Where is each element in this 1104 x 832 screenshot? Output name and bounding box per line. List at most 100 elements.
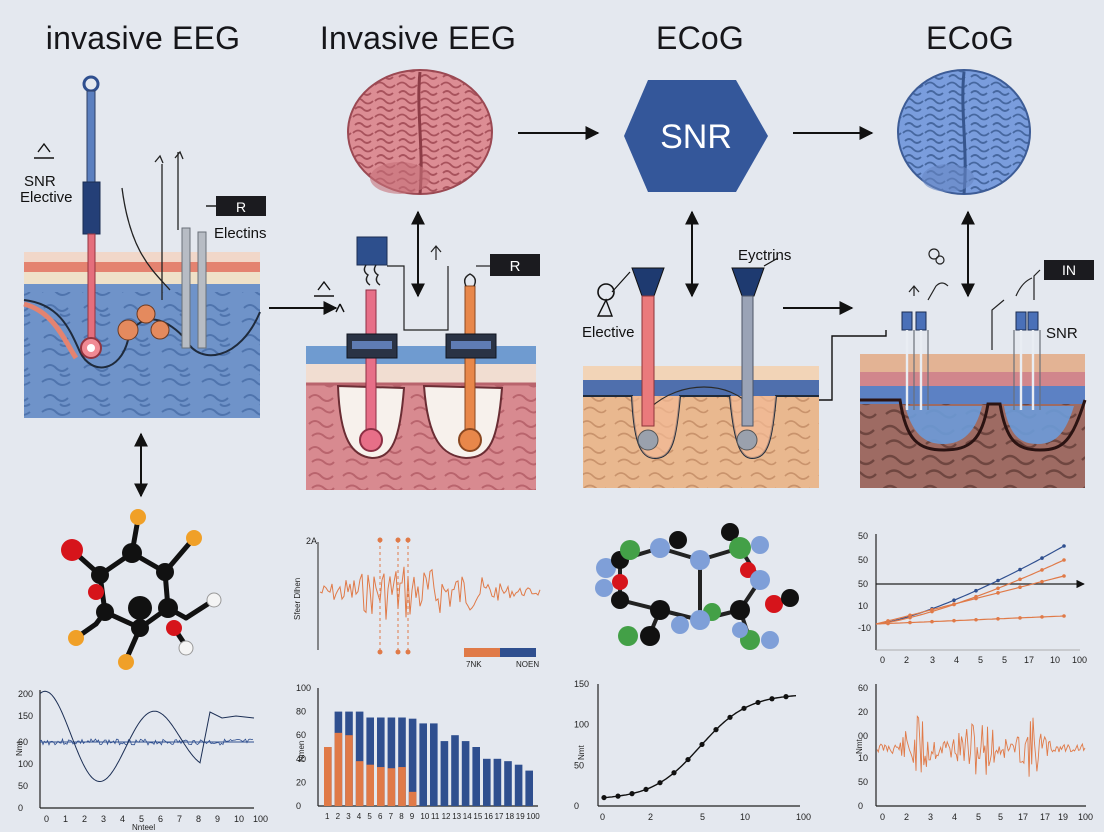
bar-chart-xtick-15: 16 [484,812,493,821]
multi-line-chart-xtick-0: 0 [880,655,885,665]
multi-line-point-1-1064 [1062,558,1066,562]
multi-line-chart-ytick-3: 50 [858,555,868,565]
bar-chart-xtick-5: 6 [378,812,383,821]
bar-blue-9 [419,723,427,806]
signal-legend-swatch-2 [500,648,536,657]
multi-line-point-3-1064 [1062,614,1066,618]
multi-line-chart [875,534,1085,651]
panel-3-ecog [583,257,819,488]
oscillation-chart-ytick-2: 100 [18,759,33,769]
sigmoid-chart-ytick-3: 150 [574,679,589,689]
noise-chart-xtick-3: 4 [952,812,957,822]
sigmoid-chart-ytick-1: 50 [574,760,584,770]
multi-line-point-2-1020 [1018,585,1022,590]
bar-chart-xtick-7: 8 [399,812,404,821]
noise-chart-xtick-0: 0 [880,812,885,822]
bar-chart-ylabel: Nmen [297,741,306,762]
bar-blue-19 [525,770,533,806]
signal-waveform-y-top-label: 2A [306,536,317,546]
noise-chart-ytick-5: 60 [858,683,868,693]
noise-chart-xtick-1: 2 [904,812,909,822]
bar-chart-xtick-10: 11 [431,812,440,821]
bar-chart [317,688,538,807]
sigmoid-point-10 [741,705,747,711]
oscillation-chart-ytick-1: 50 [18,781,28,791]
multi-line-series-3 [875,615,1065,625]
sigmoid-chart [597,684,800,807]
oscillation-chart-xtick-6: 6 [158,814,163,824]
sigmoid-point-4 [657,780,663,786]
bar-blue-16 [493,758,502,806]
bar-orange-0 [324,747,332,806]
bar-chart-xtick-6: 7 [389,812,394,821]
bar-blue-3 [355,711,364,806]
probe-tip-icon [82,75,100,93]
panel-2-invasive-eeg [306,236,540,490]
signal-symbol-icon [34,142,54,159]
multi-line-point-1-998 [996,586,1000,591]
multi-line-chart-xtick-2: 3 [930,655,935,665]
noise-chart-ytick-4: 20 [858,707,868,717]
oscillation-chart-xtick-3: 3 [101,814,106,824]
noise-chart-xtick-5: 5 [998,812,1003,822]
title-panel-4: ECoG [926,20,1014,56]
signal-spike-dot-top-2 [405,537,411,543]
connector-line-panel4 [818,330,887,401]
multi-line-chart-xtick-3: 4 [954,655,959,665]
multi-line-point-3-888 [886,621,890,626]
signal-legend-label-1: 7NK [466,660,482,669]
multi-line-point-2-976 [974,596,978,601]
oscillation-chart-xtick-0: 0 [44,814,49,824]
bar-chart-xtick-14: 15 [473,812,482,821]
panel3-electrodes-label: Eyctrins [738,247,791,264]
molecule-2-illustration [595,523,799,650]
multi-line-point-0-998 [996,578,1000,583]
oscillation-chart-ytick-4: 150 [18,711,33,721]
sigmoid-point-3 [643,786,649,793]
bar-blue-5 [377,717,385,806]
multi-line-point-2-954 [952,602,956,606]
oscillation-chart-ytick-3: 60 [18,737,28,747]
noise-chart-xtick-9: 100 [1078,812,1093,822]
signal-spike-dot-bottom-1 [395,649,401,655]
noise-chart-xtick-6: 17 [1018,812,1028,822]
bar-chart-xtick-11: 12 [442,812,451,821]
multi-line-point-3-932 [930,619,934,624]
signal-spike-dot-top-0 [377,537,383,543]
bar-blue-18 [514,764,523,806]
multi-line-chart-ytick-0: -10 [858,623,871,633]
oscillation-chart-ytick-0: 0 [18,803,23,813]
panel2-r-box-label: R [510,258,521,275]
oscillation-chart [39,690,255,809]
noise-chart-xtick-4: 5 [976,812,981,822]
sigmoid-point-11 [755,699,761,706]
brain-pink-icon [347,69,493,195]
bar-chart-xtick-8: 9 [410,812,415,821]
bar-orange-7 [398,767,406,806]
sigmoid-point-1 [615,793,621,799]
sigmoid-chart-xtick-3: 10 [740,812,750,822]
sigmoid-chart-xtick-0: 0 [600,812,605,822]
bar-orange-2 [345,735,353,806]
molecule-1-illustration [61,509,222,670]
multi-line-point-1-1020 [1018,577,1022,582]
bar-chart-xtick-1: 2 [336,812,341,821]
signal-legend-swatch-1 [464,648,500,657]
bar-chart-ytick-5: 100 [296,683,311,693]
bar-blue-17 [504,761,512,806]
snr-hexagon [624,80,768,192]
bar-chart-ytick-1: 20 [296,777,306,787]
multi-line-chart-ytick-1: 10 [858,601,868,611]
bar-chart-xtick-0: 1 [325,812,330,821]
panel4-in-box-label: IN [1062,262,1076,278]
bar-orange-6 [387,768,396,806]
oscillation-chart-xtick-7: 7 [177,814,182,824]
sigmoid-chart-ytick-2: 100 [574,720,589,730]
noise-chart [875,684,1086,807]
noise-chart-xtick-8: 19 [1058,812,1068,822]
panel2-r-box [490,254,540,276]
multi-line-point-3-954 [952,618,956,623]
panel4-snr-label: SNR [1046,325,1078,342]
title-panel-2: Invasive EEG [319,20,517,56]
